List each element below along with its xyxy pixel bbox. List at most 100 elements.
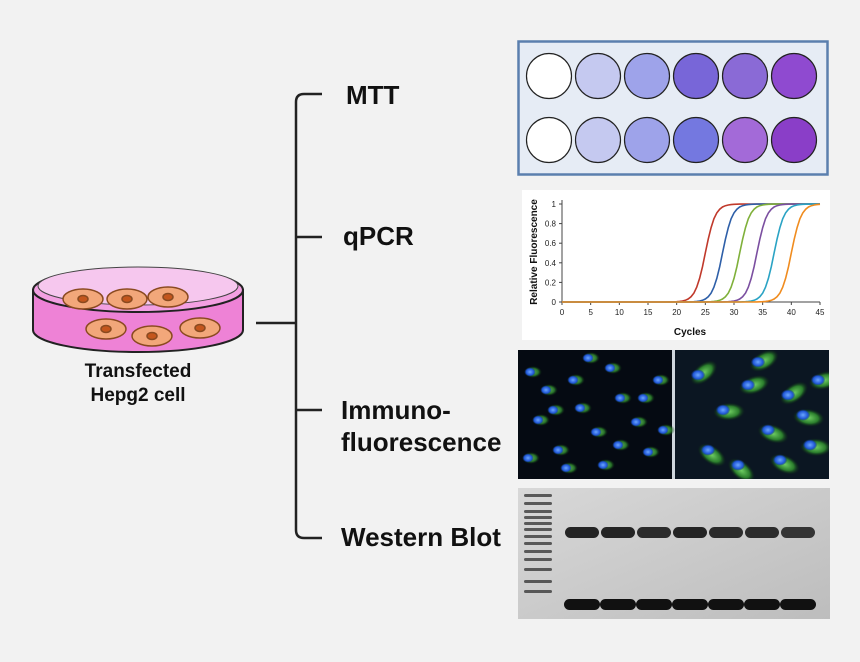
cell <box>62 286 221 347</box>
wb-lower-band <box>744 599 780 610</box>
dish-cells <box>28 262 248 362</box>
mtt-well <box>770 52 818 100</box>
assay-label-immunofluorescence: Immuno- fluorescence <box>341 394 501 458</box>
if-cell-nucleus <box>547 405 559 415</box>
y-tick-label: 0.4 <box>545 259 557 268</box>
if-cell-nucleus <box>642 447 654 457</box>
if-cell-nucleus <box>781 389 795 401</box>
x-tick-label: 45 <box>816 308 825 317</box>
mtt-well <box>574 52 622 100</box>
wb-upper-band <box>709 527 743 538</box>
if-cell-nucleus <box>741 379 755 391</box>
x-tick-label: 35 <box>758 308 767 317</box>
wb-ladder <box>524 494 552 593</box>
assay-label-if-line1: Immuno- <box>341 395 451 425</box>
mtt-well <box>672 116 720 164</box>
if-cell-nucleus <box>522 453 534 463</box>
if-cell-nucleus <box>567 375 579 385</box>
mtt-well <box>721 116 769 164</box>
if-cell-nucleus <box>796 409 810 421</box>
ladder-band <box>524 502 552 505</box>
wb-lower-band <box>672 599 708 610</box>
if-cell-nucleus <box>773 454 787 466</box>
if-cell-nucleus <box>691 369 705 381</box>
x-tick-label: 40 <box>787 308 796 317</box>
wb-upper-band <box>745 527 779 538</box>
y-tick-label: 1 <box>552 200 557 209</box>
assay-label-if-line2: fluorescence <box>341 427 502 457</box>
wb-lower-band <box>708 599 744 610</box>
x-tick-label: 30 <box>730 308 739 317</box>
ladder-band <box>524 590 552 593</box>
if-cell-nucleus <box>582 353 594 363</box>
if-cell-nucleus <box>701 444 715 456</box>
ladder-band <box>524 522 552 525</box>
wb-upper-band <box>565 527 599 538</box>
wb-lower-band <box>564 599 600 610</box>
assay-label-mtt: MTT <box>346 80 400 110</box>
wb-upper-band <box>601 527 635 538</box>
x-axis-label: Cycles <box>674 327 707 338</box>
wb-upper-band <box>673 527 707 538</box>
y-tick-label: 0.6 <box>545 239 557 248</box>
mtt-well <box>623 116 671 164</box>
wb-upper-band <box>637 527 671 538</box>
mtt-plate <box>517 40 829 176</box>
if-cell-nucleus <box>716 404 730 416</box>
if-cell-nucleus <box>751 356 765 368</box>
if-cell-nucleus <box>560 463 572 473</box>
x-tick-label: 0 <box>560 308 565 317</box>
x-tick-label: 25 <box>701 308 710 317</box>
branch-connector <box>256 92 322 540</box>
mtt-well <box>770 116 818 164</box>
ladder-band <box>524 558 552 561</box>
mtt-well <box>574 116 622 164</box>
if-cell-nucleus <box>524 367 536 377</box>
western-blot <box>518 488 830 619</box>
source-label-line2: Hepg2 cell <box>90 385 186 406</box>
if-cell-nucleus <box>652 375 664 385</box>
if-cell-nucleus <box>574 403 586 413</box>
ladder-band <box>524 542 552 545</box>
immunofluorescence-images <box>518 350 829 479</box>
x-tick-label: 5 <box>588 308 593 317</box>
source-label: Transfected Hepg2 cell <box>40 360 236 408</box>
if-cell-nucleus <box>540 385 552 395</box>
if-cell-nucleus <box>811 374 825 386</box>
if-cell-nucleus <box>614 393 626 403</box>
if-cell-nucleus <box>637 393 649 403</box>
mtt-well <box>525 116 573 164</box>
if-cell-nucleus <box>612 440 624 450</box>
if-cell-nucleus <box>597 460 609 470</box>
mtt-well <box>672 52 720 100</box>
ladder-band <box>524 580 552 583</box>
if-cell-nucleus <box>657 425 669 435</box>
assay-label-qpcr: qPCR <box>343 221 414 251</box>
if-cell-nucleus <box>552 445 564 455</box>
wb-lower-band <box>780 599 816 610</box>
if-cell-nucleus <box>761 424 775 436</box>
ladder-band <box>524 535 552 538</box>
x-tick-label: 20 <box>672 308 681 317</box>
ladder-band <box>524 516 552 519</box>
if-cell-nucleus <box>803 439 817 451</box>
y-tick-label: 0.2 <box>545 278 557 287</box>
mtt-well <box>525 52 573 100</box>
y-tick-label: 0.8 <box>545 220 557 229</box>
source-label-line1: Transfected <box>84 361 192 382</box>
wb-lower-band <box>600 599 636 610</box>
ladder-band <box>524 528 552 531</box>
ladder-band <box>524 510 552 513</box>
if-cell-nucleus <box>590 427 602 437</box>
wb-upper-band <box>781 527 815 538</box>
if-cell-nucleus <box>630 417 642 427</box>
x-tick-label: 10 <box>615 308 624 317</box>
mtt-well <box>721 52 769 100</box>
ladder-band <box>524 494 552 497</box>
if-cell-nucleus <box>532 415 544 425</box>
if-cell-nucleus <box>731 459 745 471</box>
assay-label-western-blot: Western Blot <box>341 522 501 552</box>
y-axis-label: Relative Fluorescence <box>529 199 540 305</box>
wb-lower-band <box>636 599 672 610</box>
